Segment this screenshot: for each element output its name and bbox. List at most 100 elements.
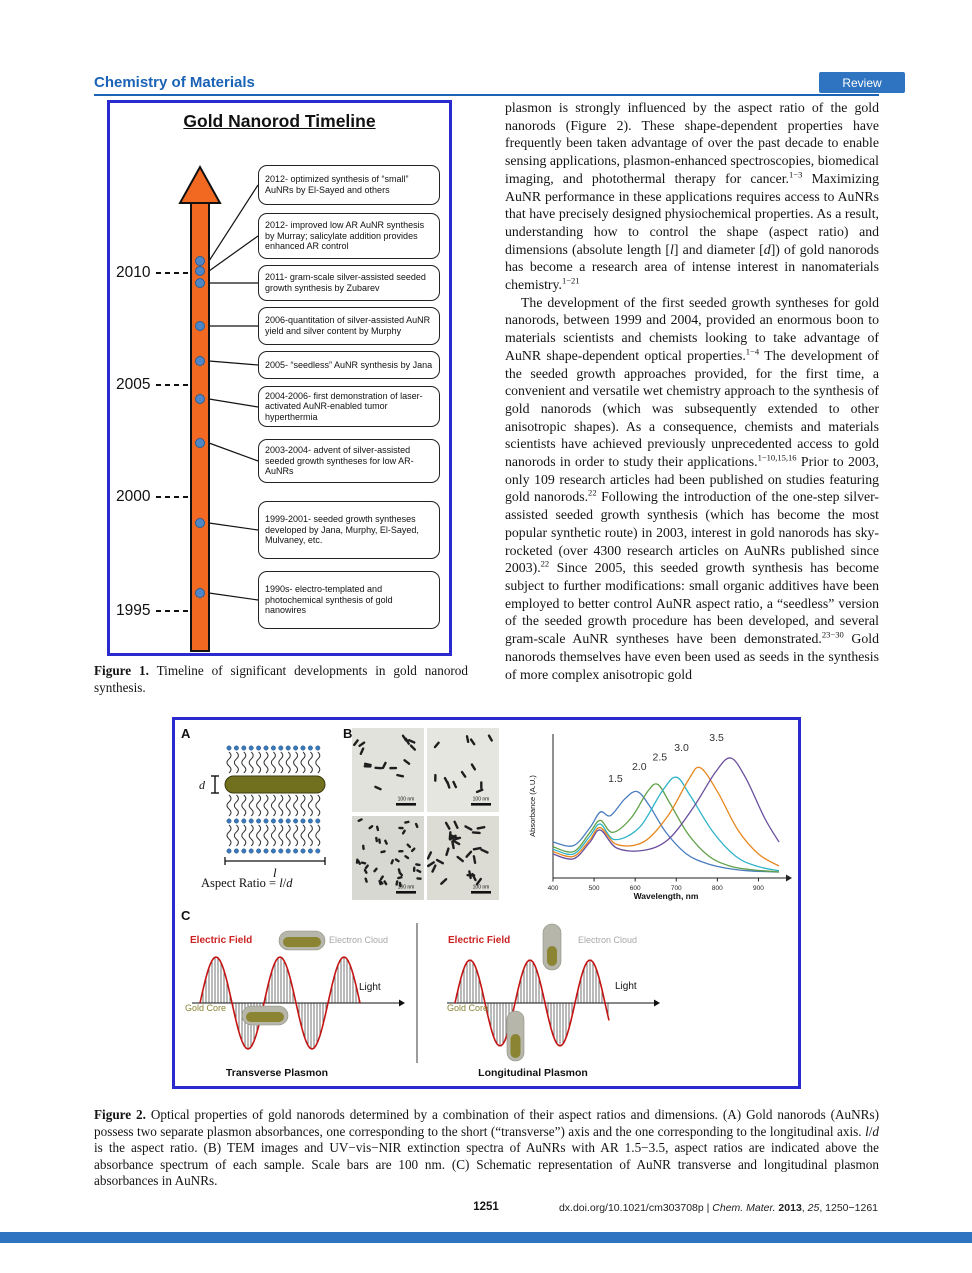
tem-image: 100 nm xyxy=(427,728,499,812)
gold-core-label: Gold Core xyxy=(447,1003,488,1013)
scale-bar-label: 100 nm xyxy=(473,797,490,803)
nanorod-particle xyxy=(389,766,398,770)
x-axis-arrow xyxy=(786,874,792,882)
nanorod-particle xyxy=(452,836,462,841)
nanorod-particle xyxy=(378,879,382,886)
journal-title: Chemistry of Materials xyxy=(94,74,255,91)
surfactant-headgroup xyxy=(256,745,262,751)
d-bracket xyxy=(211,775,219,794)
year-ticks xyxy=(156,272,190,612)
figure2-caption: Figure 2. Optical properties of gold nan… xyxy=(94,1107,879,1189)
nanorod-particle xyxy=(427,851,433,860)
d-dimension-label: d xyxy=(199,778,206,792)
surfactant-headgroup xyxy=(300,818,306,824)
panel-b-label: B xyxy=(343,726,353,741)
nanorod-particle xyxy=(381,761,387,770)
nanorod-particle xyxy=(374,785,382,791)
surfactant-headgroup xyxy=(307,848,313,854)
figure1-timeline: Gold Nanorod Timeline xyxy=(107,100,452,656)
x-tick-label: 600 xyxy=(630,885,641,892)
nanorod-particle xyxy=(398,850,404,853)
surfactant-headgroup xyxy=(256,818,262,824)
scale-bar xyxy=(471,803,491,806)
surfactant-chain xyxy=(270,824,276,847)
nanorod-particle xyxy=(433,741,440,749)
nanorod-particle xyxy=(415,863,421,867)
nanorod-particle xyxy=(452,780,458,789)
surfactant-chain xyxy=(307,751,313,774)
header-rule xyxy=(94,94,879,96)
surfactant-headgroup xyxy=(270,848,276,854)
timeline-graphic xyxy=(156,164,259,652)
nanorod-particle xyxy=(470,763,477,771)
scale-bar-label: 100 nm xyxy=(398,797,415,803)
spectrum-curve-2.0 xyxy=(552,783,780,873)
x-tick-label: 500 xyxy=(589,885,600,892)
surfactant-headgroup xyxy=(248,818,254,824)
nanorod-particle xyxy=(466,873,476,877)
longitudinal-plasmon-title: Longitudinal Plasmon xyxy=(478,1067,588,1079)
surfactant-headgroup xyxy=(315,818,321,824)
gold-core-label: Gold Core xyxy=(185,1003,226,1013)
surfactant-chain xyxy=(315,751,321,774)
surfactant-chain xyxy=(248,751,254,774)
scale-bar xyxy=(396,803,416,806)
timeline-event: 2004-2006- first demonstration of laser-… xyxy=(258,386,440,427)
surfactant-headgroup xyxy=(278,848,284,854)
surfactant-chain xyxy=(315,794,321,817)
nanorod-particle xyxy=(406,843,412,849)
timeline-year-2005: 2005 xyxy=(116,376,151,393)
nanorod-particle xyxy=(440,878,448,885)
x-tick-label: 700 xyxy=(671,885,682,892)
nanorod-particle xyxy=(410,847,416,853)
scale-bar-label: 100 nm xyxy=(398,885,415,891)
surfactant-headgroup xyxy=(263,745,269,751)
nanorod-particle xyxy=(380,850,386,854)
nanorod-particle xyxy=(448,831,452,841)
nanorod-particle xyxy=(401,829,406,835)
nanorod-particle xyxy=(383,880,388,886)
timeline-arrow xyxy=(178,164,222,652)
nanorod-particle xyxy=(469,738,476,746)
nanorod-particle xyxy=(378,838,381,844)
x-tick-label: 800 xyxy=(712,885,723,892)
tem-image: 100 nm xyxy=(352,728,424,812)
longitudinal-wave xyxy=(447,959,660,1047)
gold-rod-graphic xyxy=(224,775,326,794)
surfactant-chain xyxy=(233,824,239,847)
timeline-event: 2012- improved low AR AuNR synthesis by … xyxy=(258,213,440,259)
surfactant-chain xyxy=(307,794,313,817)
surfactant-headgroup xyxy=(285,848,291,854)
nanorod-particle xyxy=(397,876,403,880)
surfactant-headgroup xyxy=(285,818,291,824)
footer-bar xyxy=(0,1232,972,1243)
surfactant-chain xyxy=(263,794,269,817)
surfactant-chain xyxy=(278,751,284,774)
surfactant-chain xyxy=(300,751,306,774)
surfactant-chain xyxy=(241,824,247,847)
electric-field-label: Electric Field xyxy=(190,935,252,946)
nanorod-particle xyxy=(472,855,477,864)
surfactant-headgroup xyxy=(293,745,299,751)
x-axis-label: Wavelength, nm xyxy=(634,891,699,901)
surfactant-headgroup xyxy=(278,818,284,824)
tem-image: 100 nm xyxy=(352,816,424,900)
surfactant-headgroup xyxy=(226,818,232,824)
surfactant-chain xyxy=(256,794,262,817)
nanorod-particle xyxy=(398,826,404,830)
surfactant-chain xyxy=(226,751,232,774)
electron-cloud-label: Electron Cloud xyxy=(329,935,388,945)
nanorod-particle xyxy=(360,861,367,865)
surfactant-headgroup xyxy=(278,745,284,751)
surfactant-headgroup xyxy=(263,848,269,854)
spectrum-curve-3.0 xyxy=(552,766,780,867)
length-line xyxy=(224,857,326,865)
nanorod-particle xyxy=(374,766,383,770)
surfactant-chain xyxy=(248,824,254,847)
nanorod-particle xyxy=(375,836,378,843)
nanorod-particle xyxy=(434,773,437,782)
nanorod-schematic: d l xyxy=(199,745,326,880)
transverse-panel: Electric Field Electron Cloud Light Gold… xyxy=(185,930,405,1079)
